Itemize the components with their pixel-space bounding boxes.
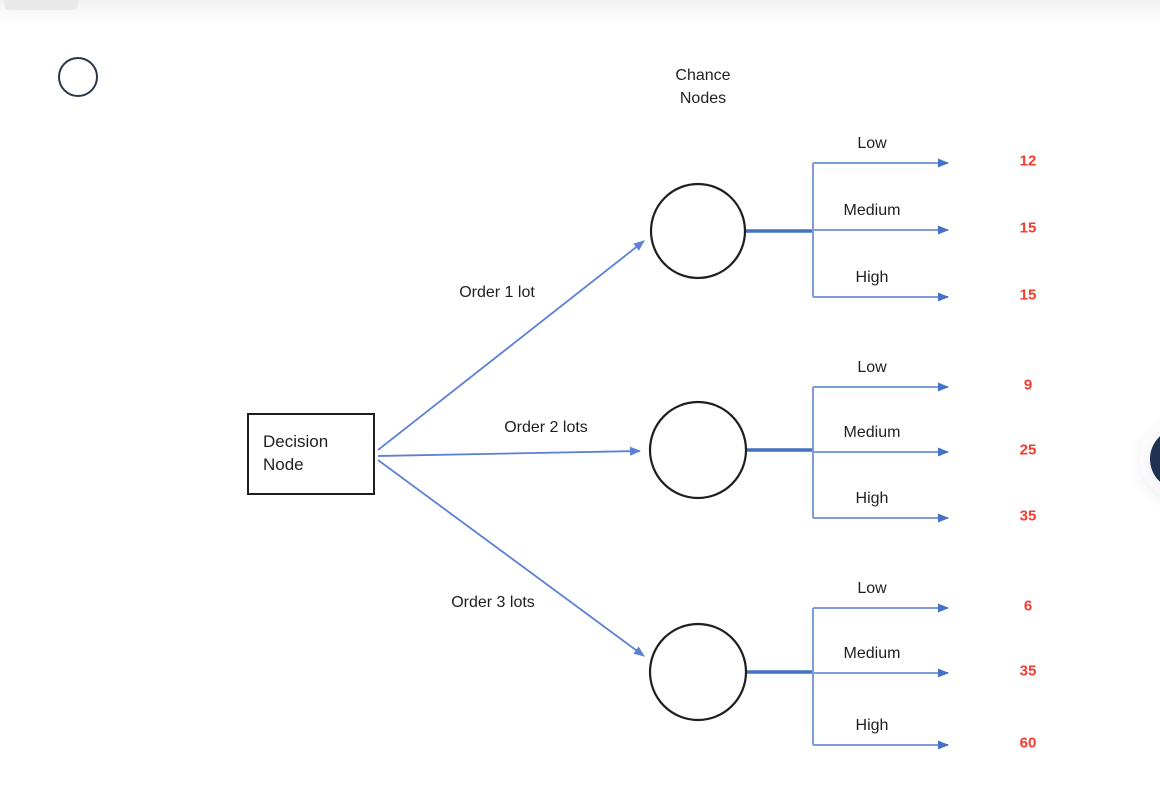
arrow-order-2-lots bbox=[377, 446, 641, 457]
outcome-label-low: Low bbox=[857, 135, 887, 152]
chance-node-2-circle bbox=[648, 400, 748, 500]
chance-node-1-circle bbox=[649, 182, 747, 280]
outcome-label-low: Low bbox=[857, 359, 887, 376]
decision-node: Decision Node bbox=[247, 413, 375, 495]
branch-label-order-2-lots: Order 2 lots bbox=[504, 419, 588, 436]
branch-label-order-1-lot: Order 1 lot bbox=[459, 284, 535, 301]
outcome-value: 15 bbox=[1019, 286, 1037, 304]
outcome-label-high: High bbox=[855, 717, 889, 734]
outcome-value: 6 bbox=[1023, 597, 1033, 615]
outcome-label-medium: Medium bbox=[843, 202, 901, 219]
chance-node-3-circle bbox=[648, 622, 748, 722]
top-left-tab-remnant bbox=[4, 0, 78, 10]
outcome-value: 25 bbox=[1019, 441, 1037, 459]
outcome-value: 9 bbox=[1023, 376, 1033, 394]
outcome-label-low: Low bbox=[857, 580, 887, 597]
radio-unselected-icon[interactable] bbox=[58, 57, 98, 97]
arrow-order-3-lots bbox=[377, 459, 645, 657]
decision-node-label: Decision Node bbox=[263, 432, 329, 474]
outcome-value: 35 bbox=[1019, 507, 1037, 525]
outcome-label-high: High bbox=[855, 269, 889, 286]
outcome-label-medium: Medium bbox=[843, 645, 901, 662]
outcome-label-medium: Medium bbox=[843, 424, 901, 441]
outcome-label-high: High bbox=[855, 490, 889, 507]
outcome-value: 60 bbox=[1019, 734, 1037, 752]
chance-nodes-title: Chance Nodes bbox=[675, 67, 731, 108]
outcome-value: 15 bbox=[1019, 219, 1037, 237]
branch-label-order-3-lots: Order 3 lots bbox=[451, 594, 535, 611]
outcome-value: 12 bbox=[1019, 152, 1037, 170]
floating-action-circle[interactable] bbox=[1150, 428, 1160, 490]
arrow-order-1-lot bbox=[377, 240, 645, 451]
outcome-value: 35 bbox=[1019, 662, 1037, 680]
